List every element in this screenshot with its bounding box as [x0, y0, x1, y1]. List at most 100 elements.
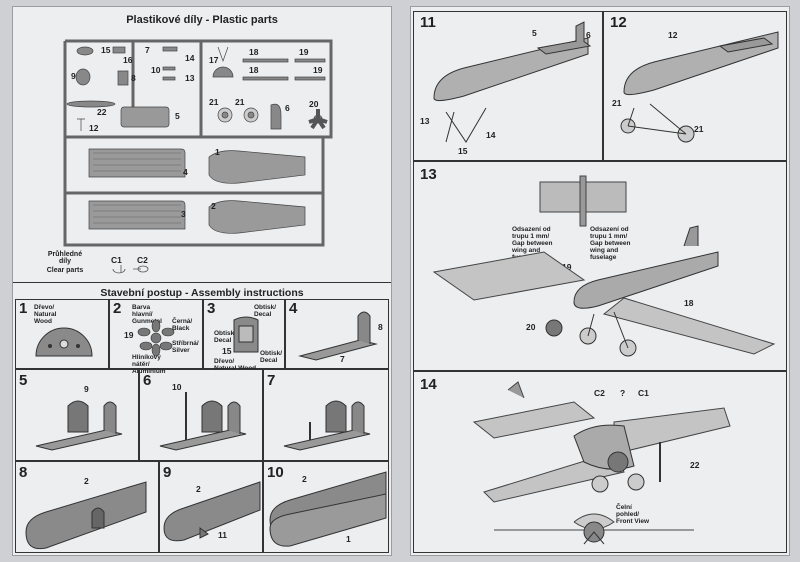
part-label: 2 [302, 474, 307, 484]
step-14: 14 C2 ? C1 22 Čelní pohled/ Front View [413, 371, 787, 553]
part-label: 19 [562, 262, 572, 272]
part-5-label: 5 [175, 111, 180, 121]
step-number: 10 [267, 464, 284, 481]
part-label: 19 [124, 330, 134, 340]
step-note: Dřevo/ Natural Wood [214, 358, 257, 372]
clear-parts-label-en: Clear parts [46, 267, 84, 274]
part-label: 9 [84, 384, 89, 394]
part-12-label: 12 [89, 123, 99, 133]
step-note: Stříbrná/ Silver [172, 340, 199, 354]
step-8: 8 2 [15, 461, 159, 553]
step-10-drawing [269, 471, 387, 547]
step-1: 1 Dřevo/ Natural Wood [15, 299, 109, 369]
part-label: C2 [594, 388, 605, 398]
clear-parts-label-cz: Průhledné díly [47, 251, 83, 265]
step-number: 13 [420, 166, 437, 183]
step-10: 10 2 1 [263, 461, 389, 553]
step-9-drawing [163, 481, 261, 542]
part-17-label: 17 [209, 55, 219, 65]
step-number: 7 [267, 372, 276, 389]
part-16-label: 16 [123, 55, 133, 65]
part-label: 13 [420, 116, 430, 126]
part-6-label: 6 [285, 103, 290, 113]
right-page: 11 5 6 13 14 15 12 12 21 21 13 Odsazení … [410, 6, 790, 556]
part-21b-label: 21 [235, 97, 245, 107]
step-number: 3 [207, 300, 216, 317]
step-note: Barva hlavní/ Gunmetal [132, 304, 162, 325]
part-label: 15 [458, 146, 468, 156]
left-page: Plastikové díly - Plastic parts [12, 6, 392, 556]
step-7: 7 [263, 369, 389, 461]
step-11-drawing [433, 21, 592, 143]
clear-part-c1: C1 [111, 255, 122, 265]
sprue-drawing [63, 39, 333, 274]
part-label: ? [620, 388, 626, 398]
step-number: 8 [19, 464, 28, 481]
part-label: 8 [378, 322, 383, 332]
part-10-label: 10 [151, 65, 161, 75]
part-19b-label: 19 [313, 65, 323, 75]
step-number: 4 [289, 300, 298, 317]
step-13: 13 Odsazení od trupu 1 mm/ Gap between w… [413, 161, 787, 371]
step-note: Obtisk/ Decal [260, 350, 283, 364]
part-2-label: 2 [211, 201, 216, 211]
step-6: 6 10 [139, 369, 263, 461]
step-14-drawing [472, 381, 731, 545]
step-7-drawing [283, 400, 371, 451]
part-label: 14 [486, 130, 496, 140]
step-3-drawing [233, 316, 259, 353]
part-label: 7 [340, 354, 345, 364]
step-5: 5 9 [15, 369, 139, 461]
step-11: 11 5 6 13 14 15 [413, 11, 603, 161]
part-8-label: 8 [131, 73, 136, 83]
part-18b-label: 18 [249, 65, 259, 75]
step-2-drawing [137, 319, 175, 357]
step-2: 2 Barva hlavní/ Gunmetal Černá/ Black St… [109, 299, 203, 375]
part-13-label: 13 [185, 73, 195, 83]
part-19-label: 19 [299, 47, 309, 57]
part-14-label: 14 [185, 53, 195, 63]
part-4-label: 4 [183, 167, 188, 177]
divider [13, 282, 391, 283]
part-label: C1 [638, 388, 649, 398]
step-3: 3 Obtisk/ Decal Obtisk/ Decal Obtisk/ De… [203, 299, 285, 372]
step-number: 6 [143, 372, 152, 389]
part-20-label: 20 [309, 99, 319, 109]
assembly-title: Stavební postup - Assembly instructions [100, 287, 304, 299]
step-1-drawing [35, 327, 93, 357]
step-4-drawing [298, 311, 378, 361]
step-12-drawing [620, 31, 779, 143]
part-label: 20 [526, 322, 536, 332]
step-note: Odsazení od trupu 1 mm/ Gap between wing… [590, 226, 631, 261]
step-number: 14 [420, 376, 437, 393]
part-18-label: 18 [249, 47, 259, 57]
step-note: Obtisk/ Decal [214, 330, 237, 344]
step-note: Hliníkový nátěr/ Aluminium [132, 354, 166, 375]
part-22-label: 22 [97, 107, 107, 117]
part-label: 15 [222, 346, 232, 356]
part-label: 2 [84, 476, 89, 486]
step-12: 12 12 21 21 [603, 11, 787, 161]
step-number: 9 [163, 464, 172, 481]
part-label: 21 [612, 98, 622, 108]
part-label: 2 [196, 484, 201, 494]
plastic-parts-title: Plastikové díly - Plastic parts [126, 14, 278, 26]
part-1-label: 1 [215, 147, 220, 157]
clear-part-c2: C2 [137, 255, 148, 265]
step-9: 9 2 11 [159, 461, 263, 553]
part-21-label: 21 [209, 97, 219, 107]
part-label: 12 [668, 30, 678, 40]
step-4: 4 8 7 [285, 299, 389, 369]
step-note: Čelní pohled/ Front View [616, 504, 650, 525]
part-label: 1 [346, 534, 351, 544]
step-8-drawing [25, 481, 147, 550]
part-label: 11 [218, 530, 227, 540]
part-label: 22 [690, 460, 700, 470]
part-label: 10 [172, 382, 182, 392]
step-number: 11 [420, 14, 436, 31]
part-7-label: 7 [145, 45, 150, 55]
step-number: 12 [610, 14, 627, 31]
part-3-label: 3 [181, 209, 186, 219]
step-number: 2 [113, 300, 122, 317]
part-label: 21 [694, 124, 704, 134]
